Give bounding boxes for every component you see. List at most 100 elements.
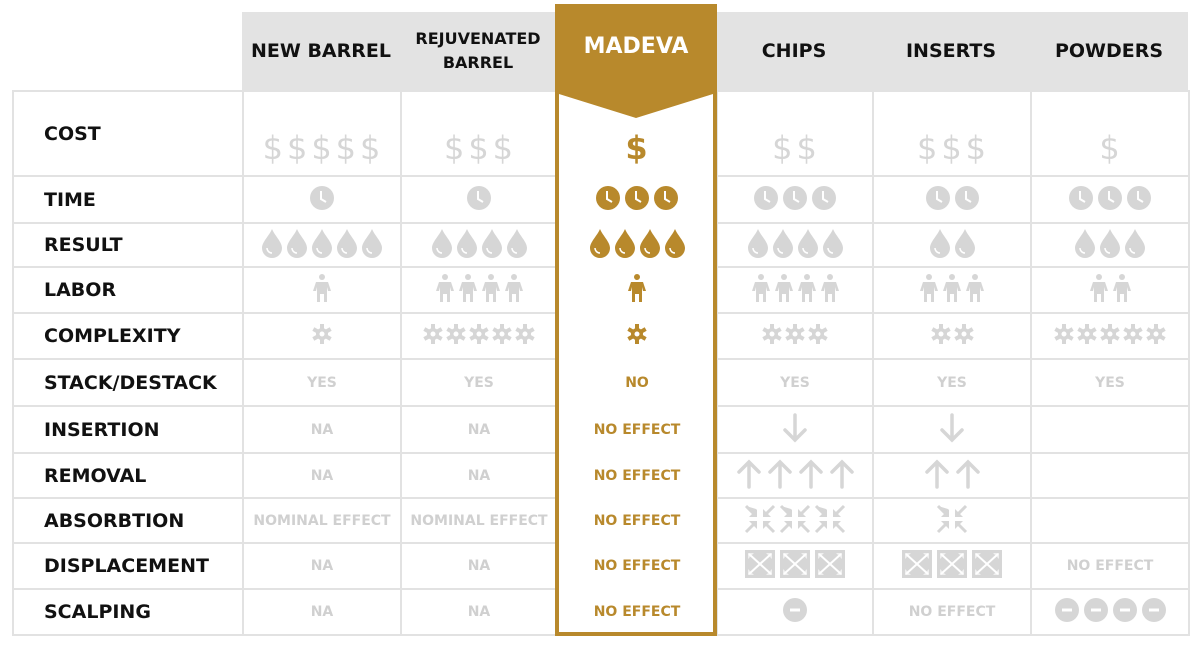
arrow-up-icon [766, 459, 794, 493]
drop-icon [311, 228, 333, 262]
cell-text: NA [467, 421, 491, 438]
dollar-icon: $ [335, 128, 358, 167]
table-cell [872, 312, 1032, 360]
drop-icon [954, 228, 976, 262]
drop-icon [481, 228, 503, 262]
table-cell: NA [400, 542, 558, 590]
table-cell [556, 222, 718, 268]
person-icon [797, 273, 817, 307]
minus-circle-icon [1054, 597, 1080, 627]
gear-icon [808, 324, 828, 348]
table-cell [1030, 405, 1190, 454]
person-icon [751, 273, 771, 307]
table-cell [1030, 497, 1190, 544]
gear-icon [1123, 324, 1143, 348]
person-icon [458, 273, 478, 307]
table-cell: YES [242, 358, 402, 407]
drop-icon [589, 228, 611, 262]
drop-icon [1074, 228, 1096, 262]
dollar-icon: $ [492, 128, 515, 167]
cell-text: NOMINAL EFFECT [253, 512, 391, 529]
clock-icon [1068, 185, 1094, 215]
clock-icon [595, 185, 621, 215]
row-label: SCALPING [12, 588, 244, 636]
clock-icon [653, 185, 679, 215]
dollar-icon: $ [625, 128, 649, 167]
dollar-icon: $ [360, 128, 382, 167]
gear-icon [446, 324, 466, 348]
compress-icon [779, 504, 811, 538]
dollar-icon: $ [941, 128, 963, 167]
table-cell [716, 542, 874, 590]
table-cell: NOMINAL EFFECT [242, 497, 402, 544]
row-label: COMPLEXITY [12, 312, 244, 360]
drop-icon [639, 228, 661, 262]
cell-text: NO EFFECT [593, 512, 681, 529]
minus-circle-icon [782, 597, 808, 627]
table-cell: YES [400, 358, 558, 407]
table-cell: NO EFFECT [1030, 542, 1190, 590]
table-cell [242, 266, 402, 314]
row-label: ABSORBTION [12, 497, 244, 544]
table-cell [872, 266, 1032, 314]
clock-icon [624, 185, 650, 215]
table-cell [872, 542, 1032, 590]
gear-icon [312, 324, 332, 348]
column-header-inserts: INSERTS [872, 12, 1030, 90]
clock-icon [466, 185, 492, 215]
drop-icon [747, 228, 769, 262]
cell-text: YES [780, 374, 810, 391]
table-cell: $ [1030, 90, 1190, 177]
dollar-icon: $ [262, 128, 284, 167]
drop-icon [929, 228, 951, 262]
cell-text: YES [937, 374, 967, 391]
table-cell: NOMINAL EFFECT [400, 497, 558, 544]
drop-icon [361, 228, 383, 262]
gear-icon [762, 324, 782, 348]
table-cell: $$$ [872, 90, 1032, 177]
expand-icon [901, 549, 933, 583]
cell-text: NO EFFECT [593, 604, 681, 620]
compress-icon [744, 504, 776, 538]
table-cell [716, 222, 874, 268]
gear-icon [1077, 324, 1097, 348]
arrow-down-icon [938, 412, 966, 447]
cell-text: NA [467, 467, 491, 484]
cell-text: YES [1095, 374, 1125, 391]
table-cell: YES [1030, 358, 1190, 407]
drop-icon [286, 228, 308, 262]
drop-icon [1099, 228, 1121, 262]
table-cell: NO EFFECT [556, 588, 718, 636]
clock-icon [811, 185, 837, 215]
expand-icon [744, 549, 776, 583]
table-cell [716, 588, 874, 636]
drop-icon [336, 228, 358, 262]
cell-text: NO EFFECT [593, 558, 681, 574]
table-cell: NO EFFECT [872, 588, 1032, 636]
row-label: REMOVAL [12, 452, 244, 499]
cell-text: NA [310, 421, 334, 438]
table-cell: NO EFFECT [556, 405, 718, 454]
drop-icon [664, 228, 686, 262]
person-icon [312, 273, 332, 307]
drop-icon [456, 228, 478, 262]
arrow-up-icon [797, 459, 825, 493]
gear-icon [1100, 324, 1120, 348]
table-cell: $ [556, 90, 718, 177]
drop-icon [614, 228, 636, 262]
table-cell [716, 497, 874, 544]
table-cell: NO EFFECT [556, 452, 718, 499]
arrow-down-icon [781, 412, 809, 447]
table-cell [716, 452, 874, 499]
table-cell [872, 497, 1032, 544]
table-cell [400, 175, 558, 224]
gear-icon [515, 324, 535, 348]
table-cell [1030, 175, 1190, 224]
dollar-icon: $ [965, 128, 988, 167]
minus-circle-icon [1141, 597, 1167, 627]
clock-icon [753, 185, 779, 215]
table-cell [242, 312, 402, 360]
table-cell: NA [242, 542, 402, 590]
clock-icon [925, 185, 951, 215]
